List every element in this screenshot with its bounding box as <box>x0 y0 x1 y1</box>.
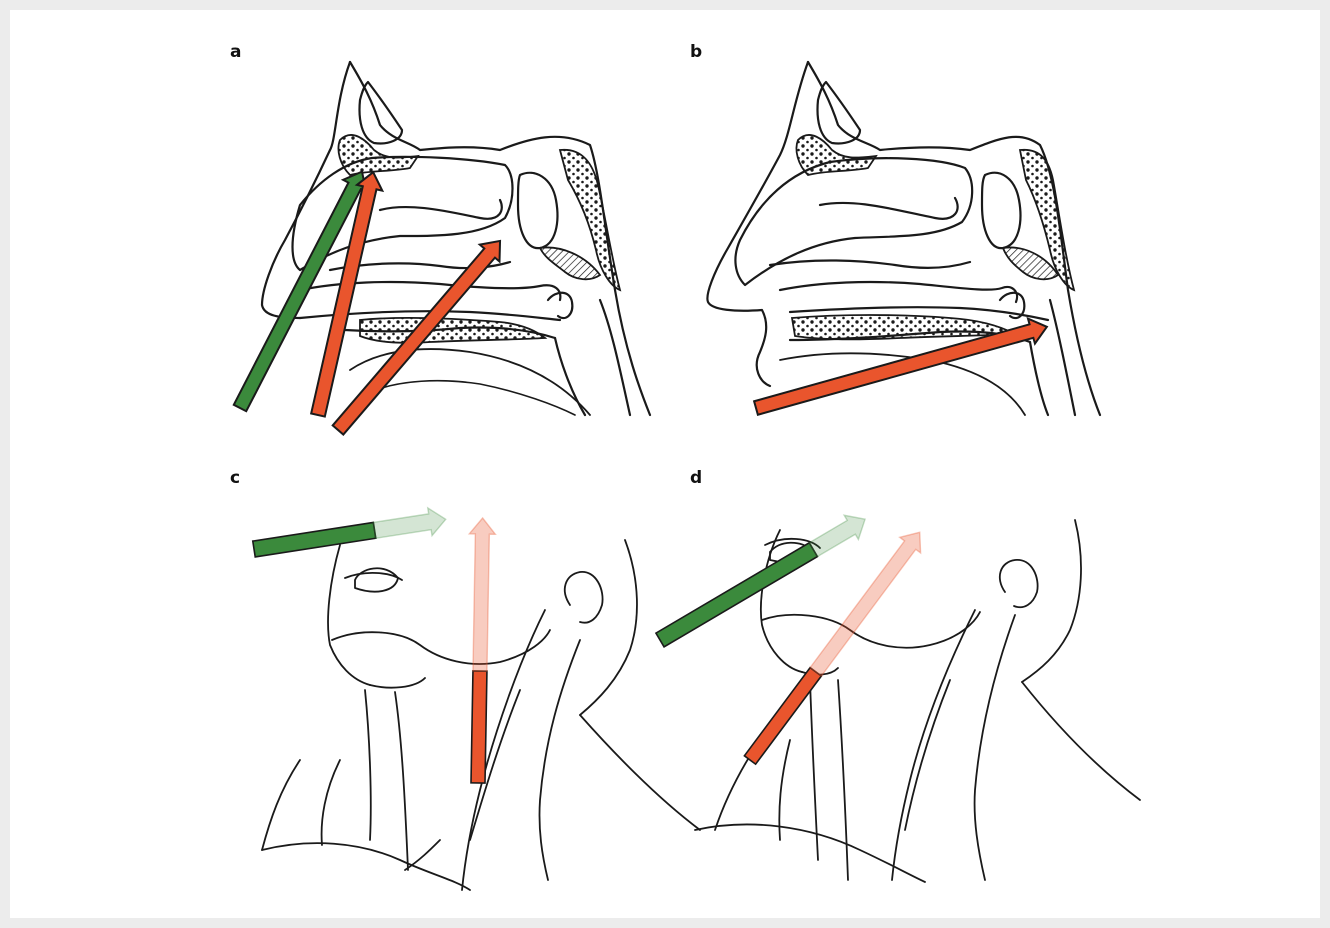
arrow-red-icon <box>465 518 496 783</box>
arrow-green-icon <box>252 505 448 562</box>
